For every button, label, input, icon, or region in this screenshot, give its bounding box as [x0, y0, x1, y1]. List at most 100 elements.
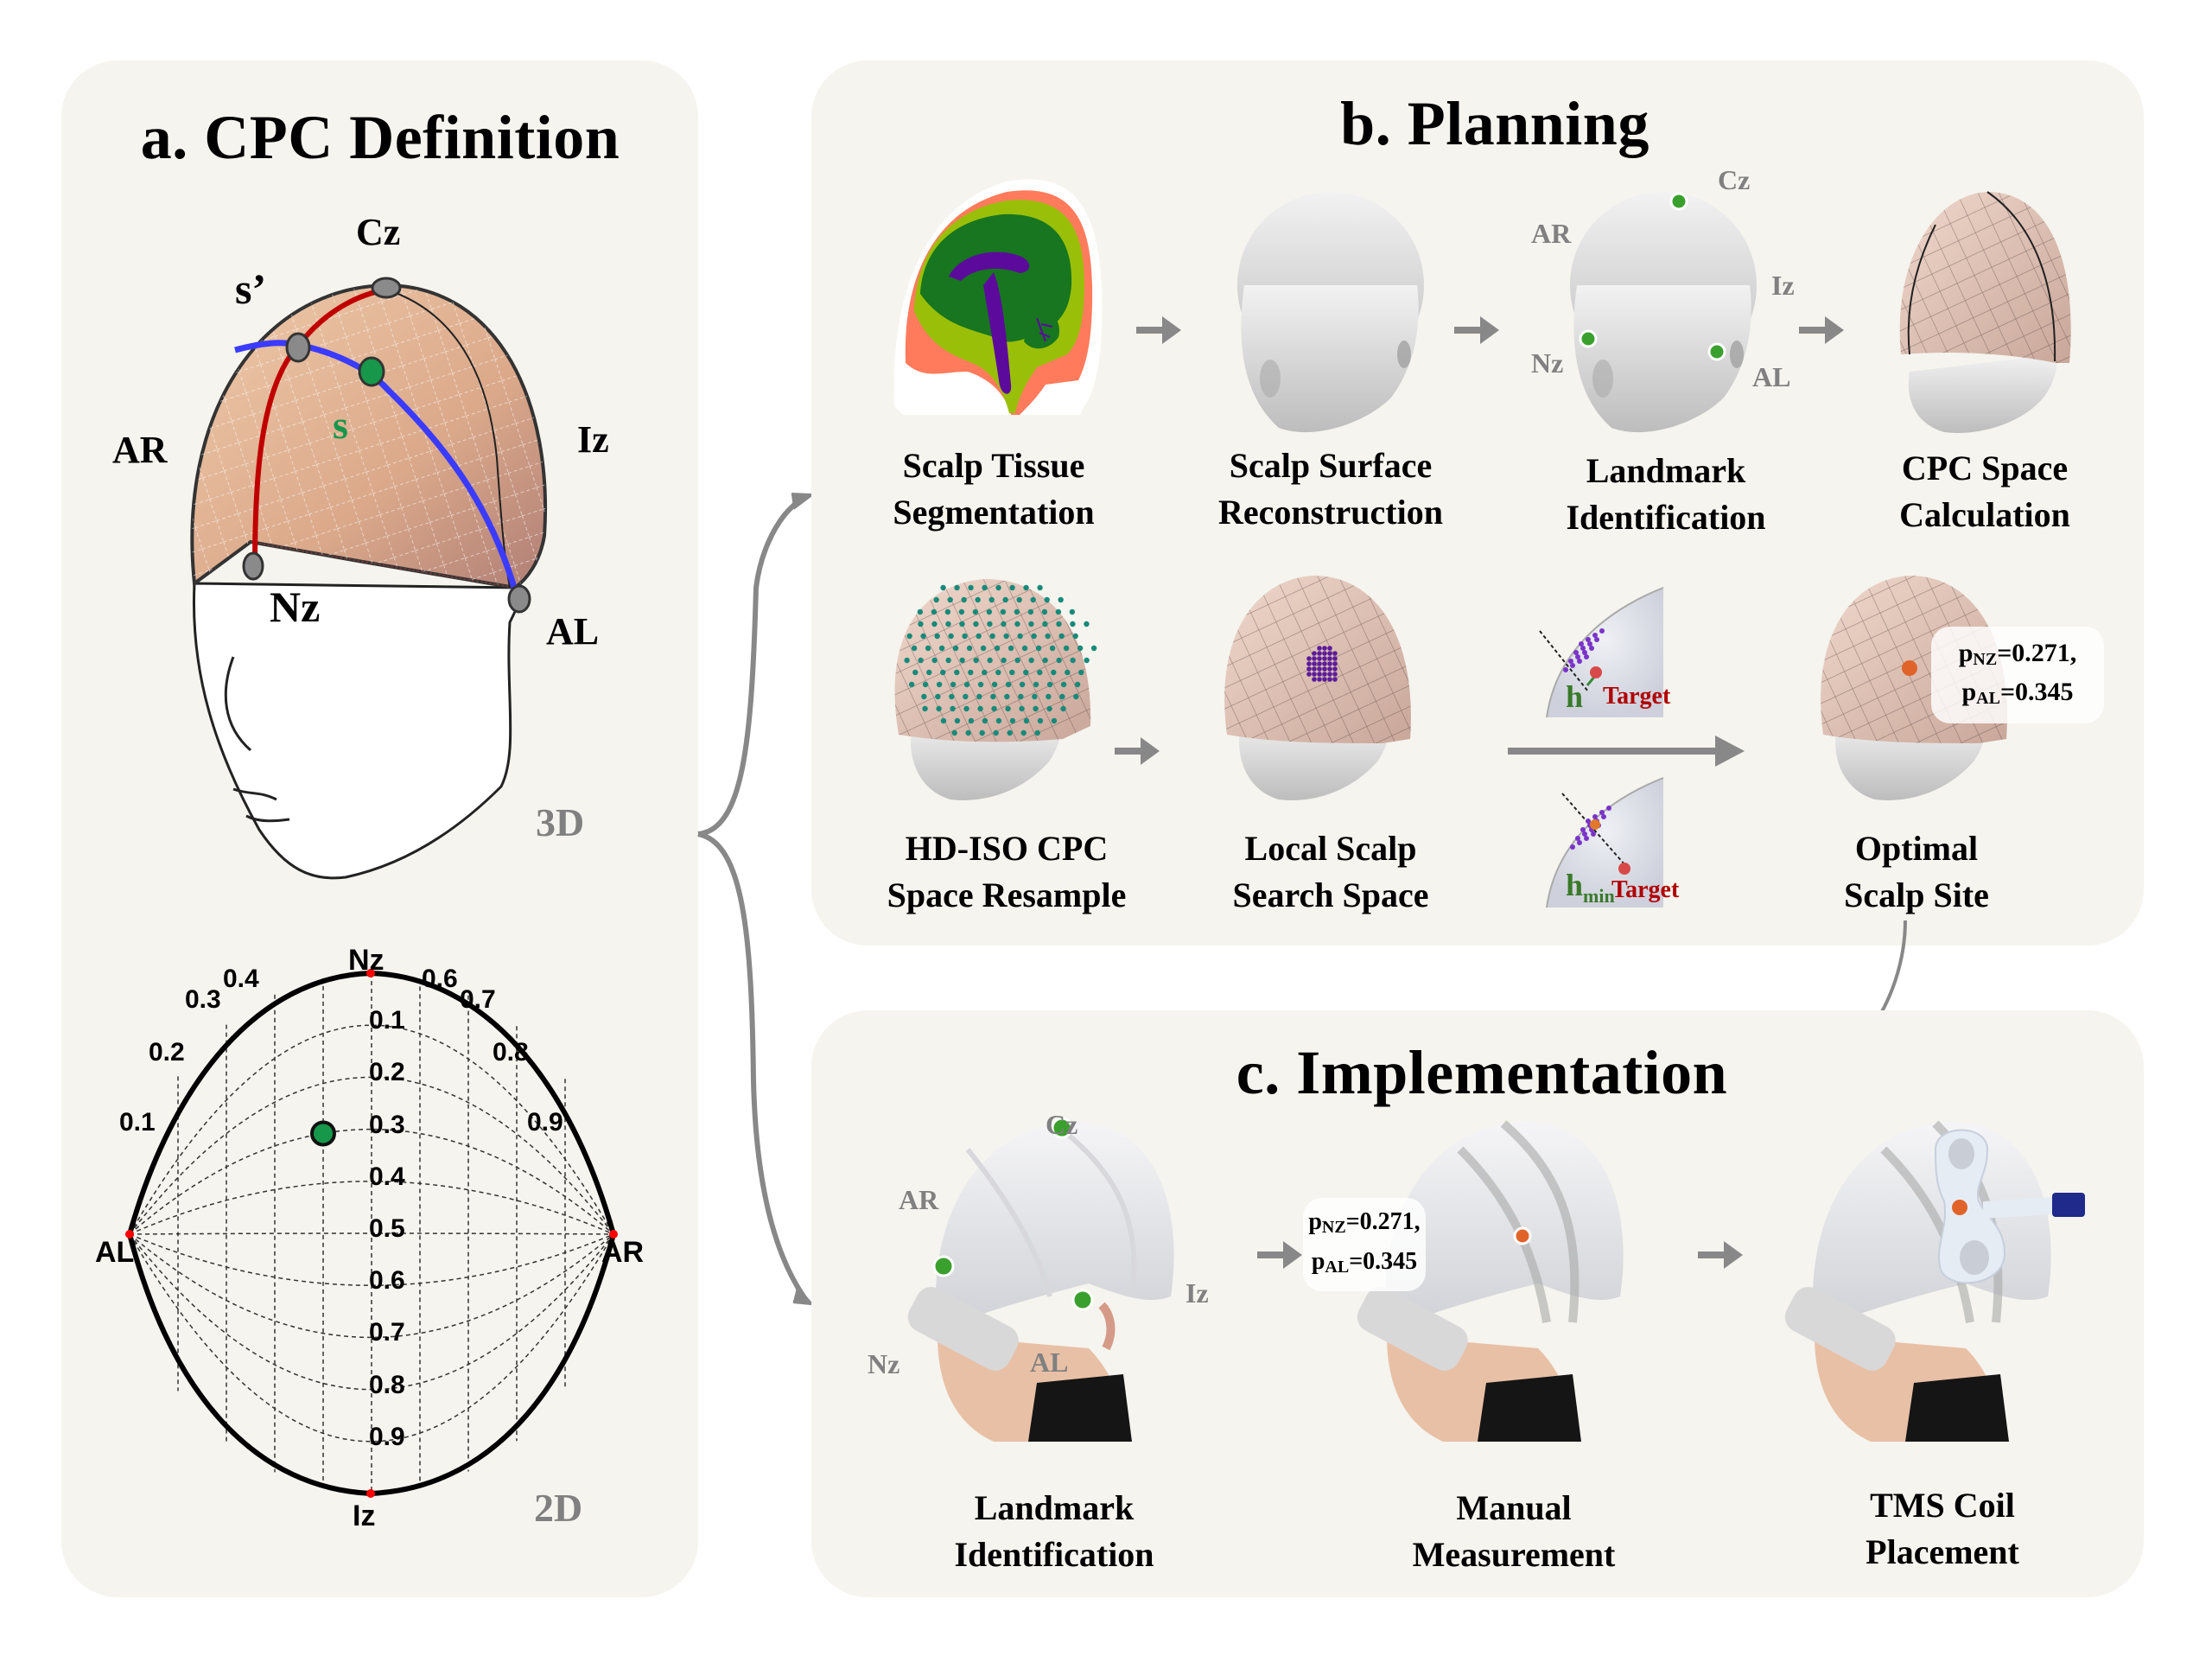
search-dot: [1601, 814, 1606, 819]
resample-dot: [968, 669, 974, 676]
al-landmark-dot: [1707, 342, 1726, 361]
resample-dot: [958, 608, 965, 615]
resample-dot: [988, 596, 995, 603]
callout-line: pAL=0.345: [1931, 676, 2104, 715]
resample-dot: [1051, 669, 1057, 676]
resample-dot: [918, 621, 924, 627]
resample-dot: [954, 669, 960, 676]
resample-dot: [991, 681, 998, 688]
resample-dot: [1037, 717, 1044, 724]
resample-dot: [1030, 596, 1036, 603]
step-caption: HD-ISO CPC Space Resample: [887, 825, 1127, 919]
resample-dot: [963, 681, 970, 688]
label-3d-view: 3D: [536, 800, 585, 844]
search-space-dot: [1327, 646, 1332, 651]
panel-a-title: a. CPC Definition: [140, 103, 620, 172]
resample-dot: [948, 633, 954, 640]
resample-dot: [931, 621, 938, 627]
callout-line: pNZ=0.271,: [1308, 1205, 1421, 1245]
search-space-dot: [1327, 672, 1332, 677]
search-dot: [1589, 646, 1594, 651]
resample-dot: [962, 633, 968, 640]
face-outline: [192, 582, 522, 880]
iz-point-2d: [366, 1489, 375, 1498]
resample-dot: [1084, 657, 1090, 664]
inner-tick-label: 0.7: [369, 1318, 405, 1347]
resample-dot: [1002, 596, 1008, 603]
resample-dot: [987, 657, 993, 664]
resample-dot: [975, 596, 981, 603]
s-marker: [358, 356, 385, 387]
resample-dot: [968, 584, 974, 591]
resample-dot: [1042, 657, 1048, 664]
resample-dot: [1045, 633, 1051, 640]
resample-dot: [931, 608, 938, 615]
resample-dot: [1065, 669, 1071, 676]
search-space-dot: [1322, 677, 1327, 682]
b-label-cz: Cz: [1718, 164, 1751, 195]
p-symbol: p: [1308, 1208, 1322, 1235]
panel-implementation: [811, 1010, 2144, 1597]
resample-dot: [950, 681, 957, 688]
outer-tick-label: 0.9: [527, 1108, 563, 1137]
resample-dot: [1055, 608, 1062, 615]
p-subscript: AL: [1976, 689, 2000, 708]
caption-line: Search Space: [1232, 876, 1429, 914]
optimal-site-callout: pNZ=0.271, pAL=0.345: [1931, 627, 2104, 723]
h-subscript: min: [1583, 885, 1615, 908]
resample-dot: [912, 669, 918, 676]
caption-line: CPC Space: [1901, 449, 2069, 487]
search-space-dot: [1332, 661, 1338, 666]
caption-line: HD-ISO CPC: [905, 829, 1109, 868]
resample-dot: [952, 645, 959, 652]
resample-dot: [1033, 705, 1039, 712]
resample-dot: [1005, 681, 1012, 688]
cpc-space-head: [1899, 191, 2071, 433]
resample-dot: [1037, 669, 1043, 676]
resample-dot: [1005, 705, 1011, 712]
search-space-dot: [1317, 651, 1322, 656]
search-dot: [1584, 654, 1589, 659]
resample-dot: [1028, 621, 1034, 627]
search-space-dot: [1312, 651, 1317, 656]
resample-dot: [994, 645, 1001, 652]
search-space-dot: [1322, 672, 1327, 677]
resample-dot: [926, 669, 932, 676]
resample-dot: [936, 705, 942, 712]
search-space-dot: [1312, 656, 1317, 661]
local-search-head: [1224, 576, 1411, 800]
callout-line: pNZ=0.271,: [1931, 637, 2104, 676]
resample-dot: [1074, 681, 1081, 688]
person-tms-coil-placement: [1784, 1120, 2085, 1442]
resample-dot: [976, 693, 982, 700]
resample-dot: [968, 717, 975, 724]
search-space-dot: [1312, 666, 1317, 672]
arrow-icon: [1115, 316, 1844, 767]
grid-latitude: [129, 1233, 614, 1443]
caption-line: Placement: [1866, 1532, 2019, 1571]
p-subscript: NZ: [1973, 650, 1998, 669]
resample-dot: [995, 669, 1001, 676]
search-inset-top: [1539, 587, 1664, 718]
search-dot: [1577, 840, 1582, 845]
label-3d-nz: Nz: [270, 583, 321, 631]
caption-line: Identification: [954, 1535, 1154, 1574]
label-3d-al: AL: [546, 610, 600, 653]
resample-dot: [979, 729, 985, 736]
resample-dot: [1023, 584, 1029, 591]
caption-line: Scalp Surface: [1229, 446, 1433, 485]
search-dot: [1582, 831, 1587, 837]
resample-dot: [1007, 729, 1013, 736]
h-symbol: h: [1566, 868, 1584, 902]
caption-line: Measurement: [1412, 1535, 1616, 1574]
resample-dot: [1003, 633, 1009, 640]
caption-line: Space Resample: [887, 876, 1127, 914]
search-space-dot: [1332, 656, 1338, 661]
cpc-2d-grid: [129, 973, 614, 1493]
search-space-dot: [1322, 666, 1327, 672]
resample-dot: [951, 729, 957, 736]
grid-latitude: [129, 1233, 614, 1338]
